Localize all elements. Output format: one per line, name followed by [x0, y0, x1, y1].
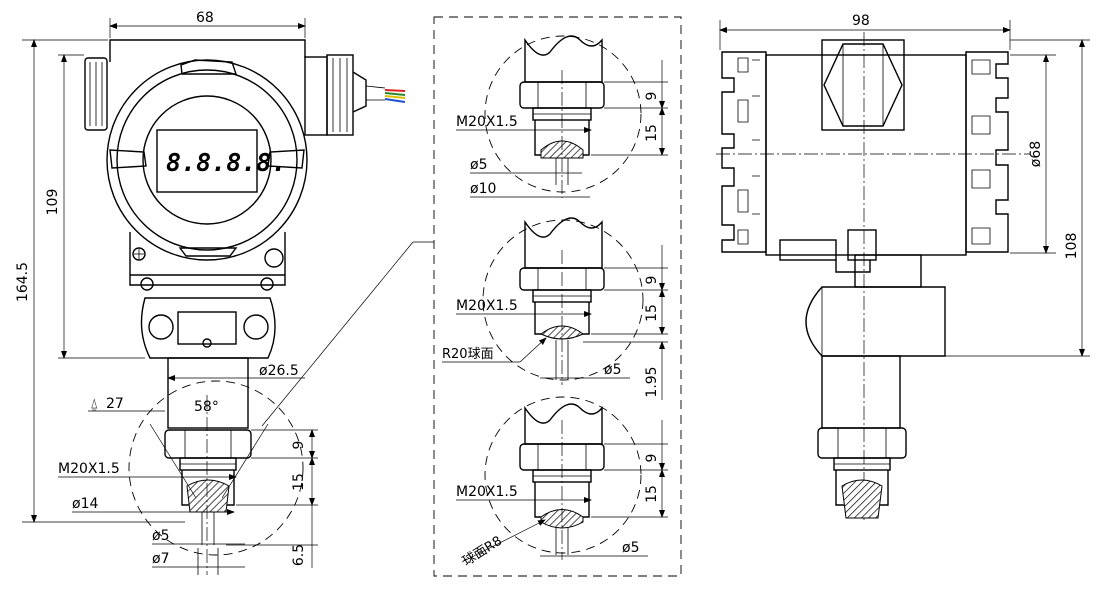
detail-b-dim-15: 15: [644, 304, 660, 322]
detail-b-thread: M20X1.5: [456, 298, 518, 314]
detail-a: 9 15 M20X1.5 ø5 ø10: [456, 35, 668, 198]
detail-c-thread: M20X1.5: [456, 484, 518, 500]
dim-tip-6-5: 6.5: [291, 544, 307, 566]
detail-a-dim-9: 9: [644, 92, 660, 101]
wire-yellow: [384, 95, 406, 99]
dim-109: 109: [45, 189, 61, 216]
detail-a-dia-5: ø5: [470, 157, 487, 173]
detail-a-thread: M20X1.5: [456, 114, 518, 130]
dim-wrench-27: 27: [106, 396, 124, 412]
dim-dia-5: ø5: [152, 528, 169, 544]
wrench-icon: ⍙: [90, 396, 98, 412]
detail-b-dia-5: ø5: [604, 362, 621, 378]
dim-68: 68: [196, 10, 214, 26]
wire-red: [384, 89, 406, 92]
detail-c: 9 15 M20X1.5 球面R8 ø5: [456, 396, 668, 569]
detail-a-dim-15: 15: [644, 124, 660, 142]
detail-panel: 9 15 M20X1.5 ø5 ø10: [433, 16, 682, 577]
detail-b-dim-9: 9: [644, 276, 660, 285]
dim-angle-58: 58°: [194, 399, 219, 415]
detail-c-dia-5: ø5: [622, 540, 639, 556]
wire-blue: [384, 98, 406, 103]
lcd-digits: 8.8.8.8.: [166, 148, 286, 177]
side-view: 98 ø68 108: [716, 13, 1090, 520]
detail-b-sphere: R20球面: [442, 347, 494, 362]
dim-108: 108: [1064, 233, 1080, 260]
dim-thread-15: 15: [291, 473, 307, 491]
dim-hex-9: 9: [291, 441, 307, 450]
lcd-window: [156, 129, 258, 193]
front-view: 8.8.8.8.: [15, 10, 434, 575]
detail-b-dim-1-95: 1.95: [644, 366, 660, 397]
dim-dia-68: ø68: [1028, 141, 1044, 167]
dim-dia-26-5: ø26.5: [259, 363, 299, 379]
wire-green: [384, 92, 406, 96]
dim-dia-7: ø7: [152, 551, 169, 567]
dim-164-5: 164.5: [15, 262, 31, 302]
detail-c-dim-15: 15: [644, 485, 660, 503]
detail-a-dia-10: ø10: [470, 181, 496, 197]
dim-dia-14: ø14: [72, 496, 98, 512]
ground-screw-icon: [132, 247, 146, 261]
thread-label: M20X1.5: [58, 461, 120, 477]
side-gland-hex: [823, 43, 903, 127]
detail-c-dim-9: 9: [644, 454, 660, 463]
dim-98: 98: [852, 13, 870, 29]
detail-b: 9 15 1.95 M20X1.5 R20球面 ø5: [442, 217, 668, 400]
detail-frame: [433, 16, 682, 577]
